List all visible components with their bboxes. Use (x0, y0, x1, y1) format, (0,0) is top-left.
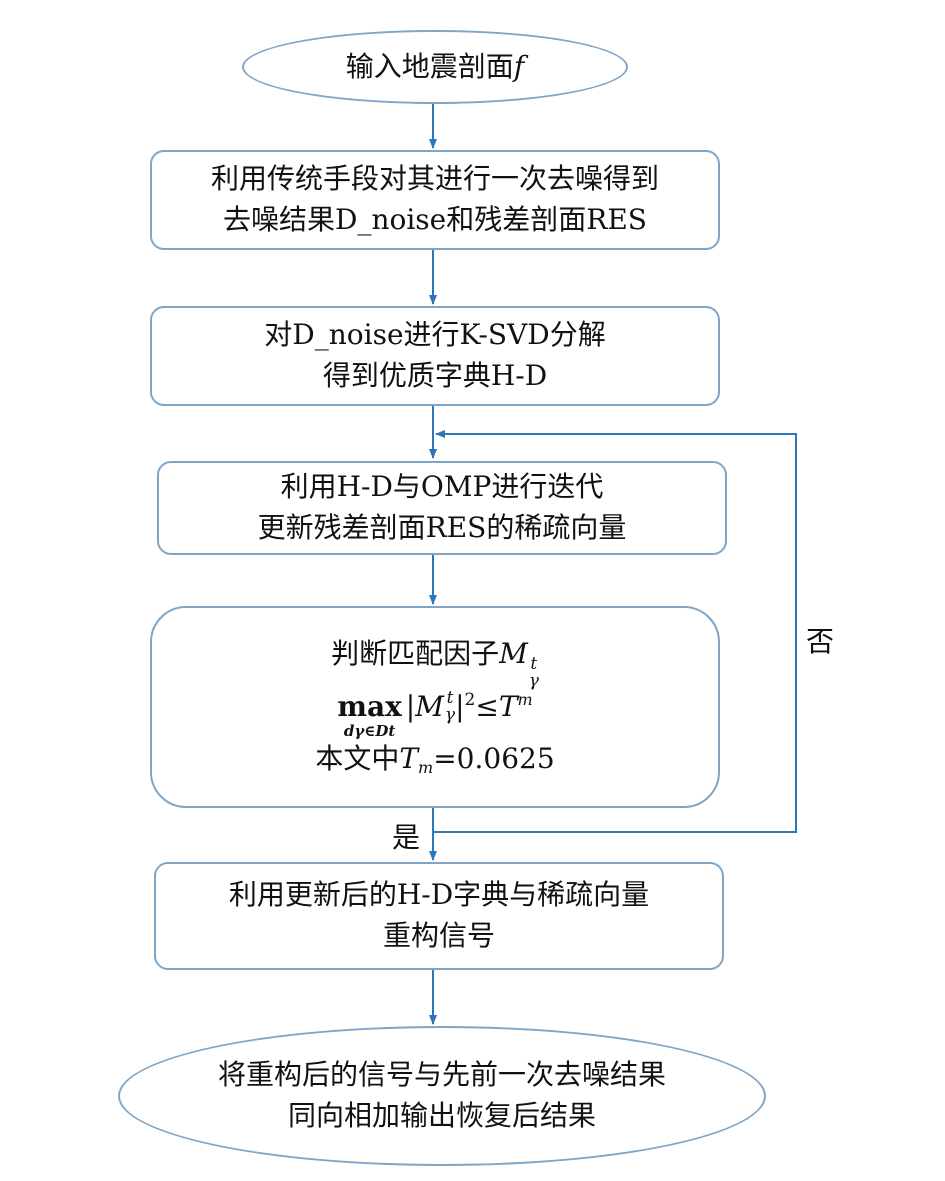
step1-line1: 利用传统手段对其进行一次去噪得到 (210, 162, 659, 196)
step3-box: 利用H-D与OMP进行迭代 更新残差剖面RES的稀疏向量 (157, 461, 727, 555)
step3-line1: 利用H-D与OMP进行迭代 (280, 470, 604, 504)
yes-label: 是 (392, 821, 421, 854)
step1-box: 利用传统手段对其进行一次去噪得到 去噪结果D_noise和残差剖面RES (150, 150, 720, 250)
end-line1: 将重构后的信号与先前一次去噪结果 (217, 1058, 666, 1092)
end-node: 将重构后的信号与先前一次去噪结果 同向相加输出恢复后结果 (118, 1026, 766, 1166)
step3-line2: 更新残差剖面RES的稀疏向量 (257, 511, 627, 544)
step2-line1: 对D_noise进行K-SVD分解 (264, 318, 606, 352)
start-node: 输入地震剖面f (242, 30, 628, 104)
no-label: 否 (806, 625, 835, 658)
step2-line2: 得到优质字典H-D (322, 359, 548, 392)
step4-line1: 利用更新后的H-D字典与稀疏向量 (228, 878, 650, 912)
start-label: 输入地震剖面 (345, 49, 514, 83)
end-line2: 同向相加输出恢复后结果 (287, 1099, 596, 1132)
start-var: f (513, 49, 525, 83)
step2-box: 对D_noise进行K-SVD分解 得到优质字典H-D (150, 306, 720, 406)
step1-line2: 去噪结果D_noise和残差剖面RES (223, 203, 647, 236)
step4-box: 利用更新后的H-D字典与稀疏向量 重构信号 (154, 862, 724, 970)
step4-line2: 重构信号 (382, 919, 495, 952)
loop-back-no-path (433, 430, 797, 833)
decision-line3: 本文中Tm=0.0625 (315, 741, 555, 777)
